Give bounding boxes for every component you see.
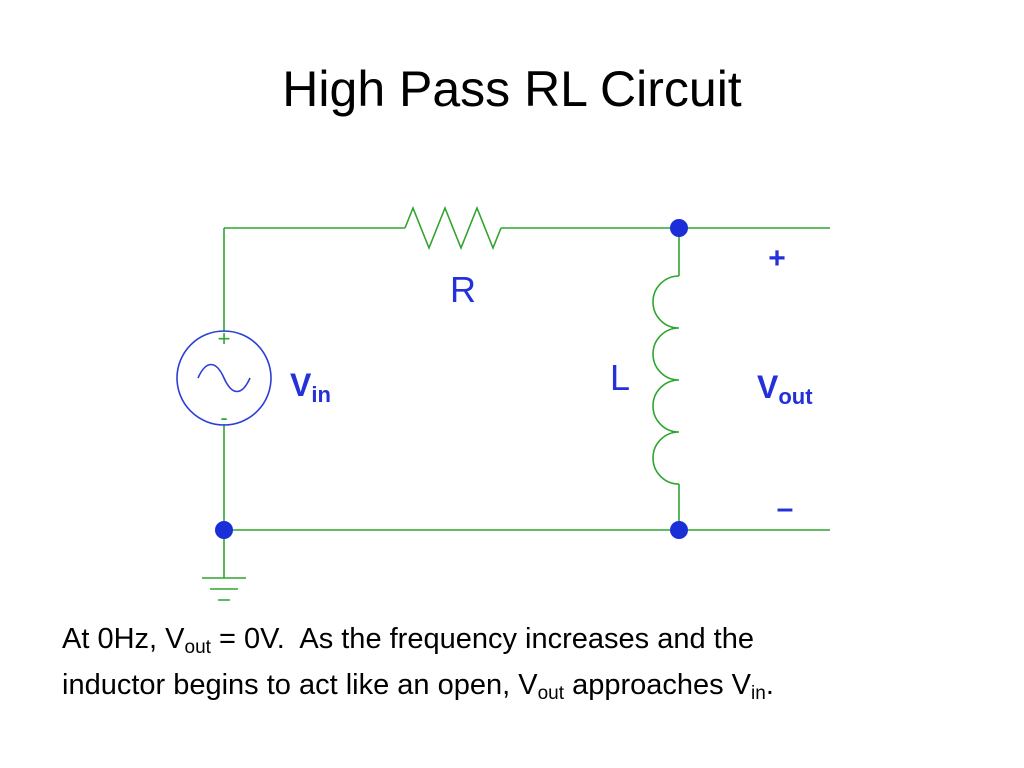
node-bottom-right — [670, 521, 688, 539]
caption-line-1: At 0Hz, Vout = 0V. As the frequency incr… — [62, 616, 982, 662]
node-top-right — [670, 219, 688, 237]
vin-label: Vin — [290, 367, 331, 407]
vin-subscript: in — [311, 382, 331, 407]
source-plus-label: + — [218, 326, 231, 351]
caption-line-2: inductor begins to act like an open, Vou… — [62, 662, 982, 708]
output-plus-label: + — [768, 242, 786, 275]
caption-subscript: out — [184, 637, 211, 658]
caption-text: . — [765, 669, 774, 701]
caption-text: = 0V. As the frequency increases and the — [210, 623, 754, 655]
inductor-label: L — [610, 357, 630, 398]
slide-title: High Pass RL Circuit — [282, 61, 742, 117]
caption-text: inductor begins to act like an open, V — [62, 669, 538, 701]
resistor — [404, 205, 502, 251]
inductor — [652, 275, 680, 485]
ac-source-circle — [176, 330, 272, 426]
resistor-label: R — [450, 269, 476, 310]
caption-subscript: in — [751, 683, 766, 704]
caption-text: approaches V — [564, 669, 752, 701]
caption-subscript: out — [537, 683, 565, 704]
node-bottom-left — [215, 521, 233, 539]
sine-wave-icon — [197, 363, 251, 393]
source-minus-label: - — [220, 405, 227, 430]
vout-subscript: out — [778, 384, 813, 409]
caption: At 0Hz, Vout = 0V. As the frequency incr… — [62, 616, 982, 708]
vout-label: Vout — [757, 369, 813, 409]
caption-text: At 0Hz, V — [62, 623, 185, 655]
output-minus-label: – — [777, 492, 794, 525]
ground-icon — [202, 577, 246, 601]
